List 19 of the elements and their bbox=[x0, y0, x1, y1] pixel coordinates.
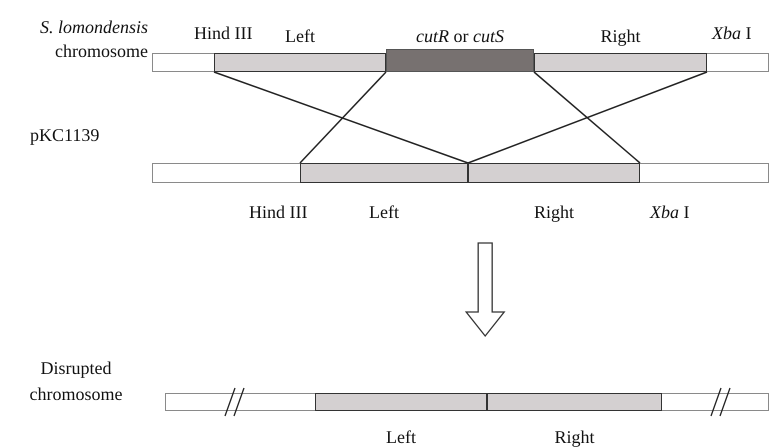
segment-label: cutR or cutS bbox=[416, 25, 504, 47]
crossover-line bbox=[534, 71, 640, 164]
segment-label: Right bbox=[554, 426, 594, 448]
restriction-site-label: Xba I bbox=[650, 201, 690, 223]
crossover-line bbox=[214, 71, 468, 164]
restriction-site-label: Hind III bbox=[249, 201, 308, 223]
plasmid-name: pKC1139 bbox=[30, 124, 100, 146]
bar-title: Disrupted chromosome bbox=[28, 357, 124, 406]
segment-label: Right bbox=[534, 201, 574, 223]
restriction-site-label: Hind III bbox=[194, 22, 252, 44]
crossover-line bbox=[299, 71, 387, 164]
segment-label: Left bbox=[386, 426, 416, 448]
restriction-site-label: Xba I bbox=[712, 22, 752, 44]
block-arrow bbox=[464, 242, 506, 338]
bar-title: S. lomondensis chromosome bbox=[39, 16, 148, 63]
segment-label: Left bbox=[369, 201, 399, 223]
segment-label: Right bbox=[600, 25, 640, 47]
segment-label: Left bbox=[285, 25, 315, 47]
crossover-line bbox=[468, 71, 708, 164]
